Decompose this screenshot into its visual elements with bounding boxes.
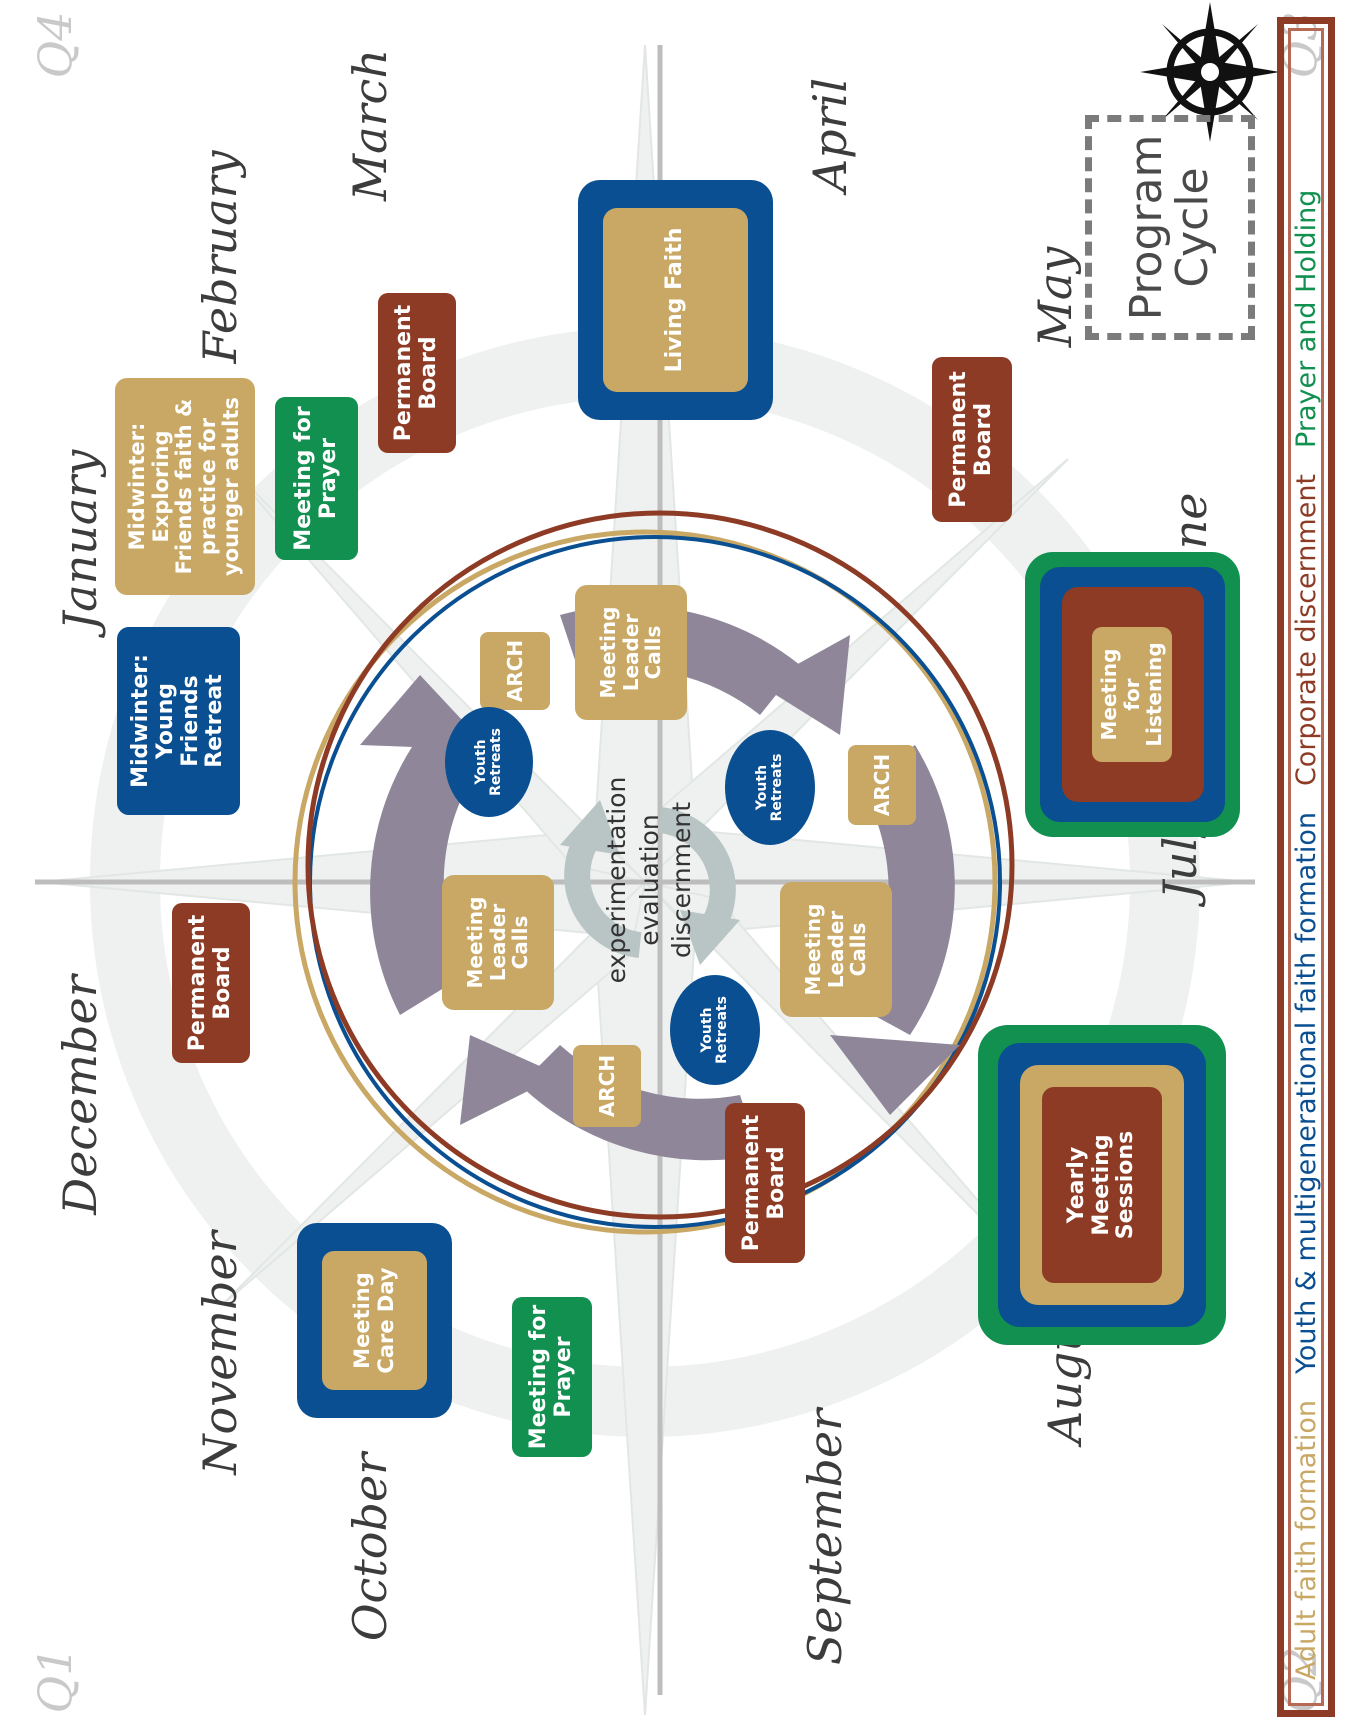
quarter-label-q4: Q4 bbox=[28, 11, 82, 79]
event-living-faith: Living Faith bbox=[603, 208, 748, 392]
event-midwinter-exploring: Midwinter: Exploring Friends faith & pra… bbox=[115, 378, 255, 595]
yearly-navy-layer: Yearly Meeting Sessions bbox=[998, 1043, 1206, 1327]
event-yearly-meeting-sessions: Yearly Meeting Sessions bbox=[1042, 1087, 1162, 1283]
month-april: April bbox=[803, 77, 857, 193]
center-line-2: evaluation bbox=[634, 814, 664, 946]
cycle-arch-1: ARCH bbox=[480, 632, 550, 710]
legend-prayer: Prayer and Holding bbox=[1290, 189, 1322, 448]
title-line-2: Cycle bbox=[1167, 167, 1218, 288]
meeting-for-listening-frame: Meeting for Listening bbox=[1025, 552, 1240, 837]
event-meeting-for-prayer-jan: Meeting for Prayer bbox=[275, 397, 358, 560]
cycle-youth-retreats-3: Youth Retreats bbox=[445, 707, 533, 817]
month-december: December bbox=[53, 975, 107, 1215]
event-permanent-board-feb: Permanent Board bbox=[378, 293, 456, 453]
event-permanent-board-sep: Permanent Board bbox=[725, 1103, 805, 1263]
month-march: March bbox=[343, 49, 397, 201]
event-meeting-for-prayer-oct: Meeting for Prayer bbox=[512, 1297, 592, 1457]
program-cycle-title: Program Cycle bbox=[1085, 115, 1255, 340]
legend-adult: Adult faith formation bbox=[1290, 1400, 1322, 1680]
event-midwinter-young-friends: Midwinter: Young Friends Retreat bbox=[117, 627, 240, 815]
cycle-meeting-leader-calls-1: Meeting Leader Calls bbox=[575, 585, 687, 720]
title-line-1: Program bbox=[1120, 134, 1172, 321]
quarter-label-q1: Q1 bbox=[28, 1646, 82, 1714]
cycle-arch-3: ARCH bbox=[573, 1045, 641, 1127]
legend-youth: Youth & multigenerational faith formatio… bbox=[1290, 812, 1322, 1375]
month-september: September bbox=[798, 1408, 852, 1666]
month-january: January bbox=[53, 449, 107, 631]
cycle-meeting-leader-calls-2: Meeting Leader Calls bbox=[780, 882, 892, 1017]
event-meeting-for-listening: Meeting for Listening bbox=[1092, 627, 1172, 762]
cycle-youth-retreats-1: Youth Retreats bbox=[725, 730, 815, 845]
listening-rust-layer: Meeting for Listening bbox=[1062, 587, 1204, 802]
cycle-arch-2: ARCH bbox=[848, 745, 916, 825]
yearly-meeting-frame: Yearly Meeting Sessions bbox=[978, 1025, 1226, 1345]
event-permanent-board-may: Permanent Board bbox=[932, 357, 1012, 522]
yearly-gold-layer: Yearly Meeting Sessions bbox=[1020, 1065, 1184, 1305]
event-meeting-care-day: Meeting Care Day bbox=[322, 1251, 427, 1390]
meeting-care-day-frame: Meeting Care Day bbox=[297, 1223, 452, 1418]
living-faith-frame: Living Faith bbox=[578, 180, 773, 420]
center-line-3: discernment bbox=[667, 801, 697, 959]
legend: Adult faith formation Youth & multigener… bbox=[1277, 17, 1335, 1717]
cycle-meeting-leader-calls-3: Meeting Leader Calls bbox=[442, 875, 554, 1010]
legend-corporate: Corporate discernment bbox=[1290, 473, 1322, 787]
center-line-1: experimentation bbox=[602, 776, 632, 984]
event-permanent-board-dec: Permanent Board bbox=[172, 903, 250, 1063]
listening-navy-layer: Meeting for Listening bbox=[1040, 567, 1225, 822]
compass-rose-icon bbox=[1140, 2, 1280, 142]
month-may: May bbox=[1028, 246, 1082, 348]
month-november: November bbox=[193, 1231, 247, 1475]
month-october: October bbox=[343, 1452, 397, 1642]
center-text: experimentation evaluation discernment bbox=[585, 745, 715, 1015]
month-february: February bbox=[193, 150, 247, 364]
